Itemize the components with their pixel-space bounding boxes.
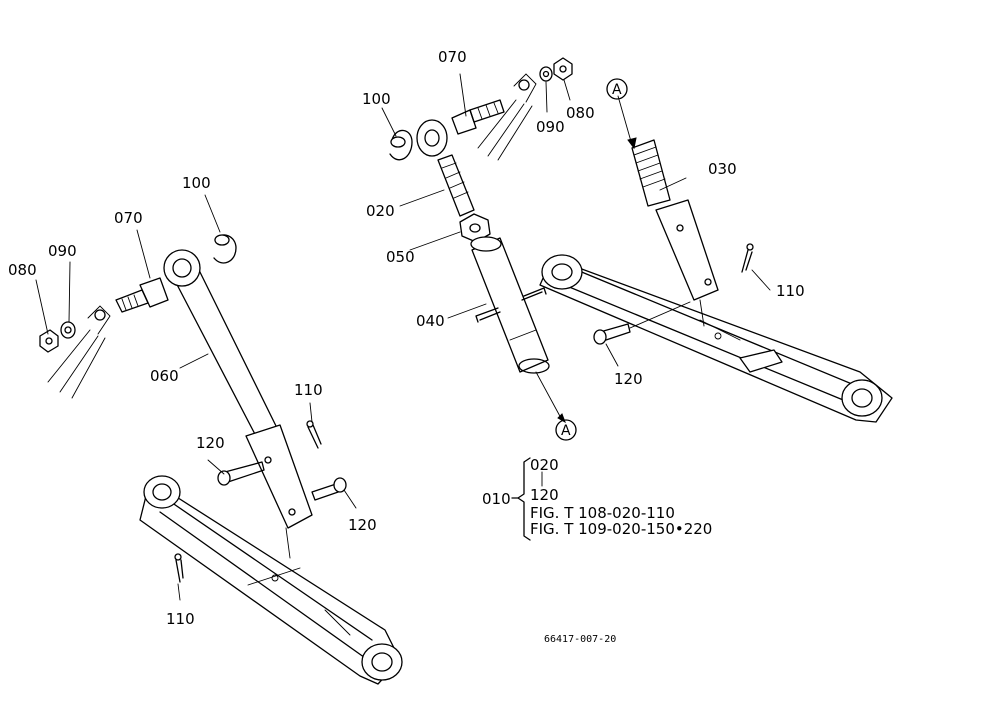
- callout-050: 050: [386, 248, 415, 266]
- callout-090-left: 090: [48, 242, 77, 260]
- assembly-range-start: 020: [530, 456, 559, 474]
- left-clevis-pin-a: [217, 461, 265, 486]
- left-bolt: [115, 277, 169, 313]
- callout-080-left: 080: [8, 261, 37, 279]
- drawing-code: 66417-007-20: [544, 634, 616, 645]
- callout-110-left-bottom: 110: [166, 610, 195, 628]
- left-lynch-pin: [213, 234, 237, 264]
- callout-leaders: [35, 73, 771, 601]
- left-cotter-pin-bottom: [174, 553, 184, 583]
- callout-040: 040: [416, 312, 445, 330]
- ref-circle-top: [606, 78, 628, 100]
- assembly-ref-1: FIG. T 108-020-110: [530, 504, 675, 522]
- callout-120-right: 120: [614, 370, 643, 388]
- left-nut: [39, 329, 59, 353]
- callout-070-center: 070: [438, 48, 467, 66]
- center-mount-bracket: [477, 73, 537, 161]
- turnbuckle-body: [470, 236, 566, 424]
- ref-circle-bottom: [555, 419, 577, 441]
- right-lower-link: [539, 254, 893, 423]
- callout-020: 020: [366, 202, 395, 220]
- lock-nut: [459, 213, 491, 243]
- callout-120-left-b: 120: [348, 516, 377, 534]
- ref-letter-top: A: [612, 82, 622, 98]
- callout-060: 060: [150, 367, 179, 385]
- assembly-key: 010 020 120 FIG. T 108-020-110 FIG. T 10…: [482, 456, 712, 541]
- callout-080-center: 080: [566, 104, 595, 122]
- callout-090-center: 090: [536, 118, 565, 136]
- left-clevis-pin-b: [311, 477, 347, 501]
- assembly-parent: 010: [482, 490, 511, 508]
- left-lift-rod: [163, 249, 313, 559]
- center-lynch-pin: [389, 129, 413, 161]
- assembly-range-end: 120: [530, 486, 559, 504]
- left-washer: [60, 321, 76, 339]
- callout-100-left: 100: [182, 174, 211, 192]
- left-lower-link: [139, 475, 403, 685]
- ref-letter-bottom: A: [561, 423, 571, 439]
- center-bolt: [451, 99, 505, 135]
- callout-100-center: 100: [362, 90, 391, 108]
- right-cotter-pin: [741, 243, 754, 273]
- callout-030: 030: [708, 160, 737, 178]
- assembly-ref-2: FIG. T 109-020-150•220: [530, 520, 712, 538]
- callout-110-left-top: 110: [294, 381, 323, 399]
- callout-120-left-a: 120: [196, 434, 225, 452]
- right-lift-rod-thread: [617, 95, 671, 207]
- left-mount-bracket: [47, 305, 111, 399]
- callout-070-left: 070: [114, 209, 143, 227]
- right-clevis-pin: [593, 301, 691, 345]
- callout-110-right: 110: [776, 282, 805, 300]
- center-top-link-ball: [416, 119, 475, 217]
- center-nut: [553, 57, 573, 81]
- center-washer: [539, 66, 553, 82]
- left-cotter-pin-top: [306, 420, 322, 449]
